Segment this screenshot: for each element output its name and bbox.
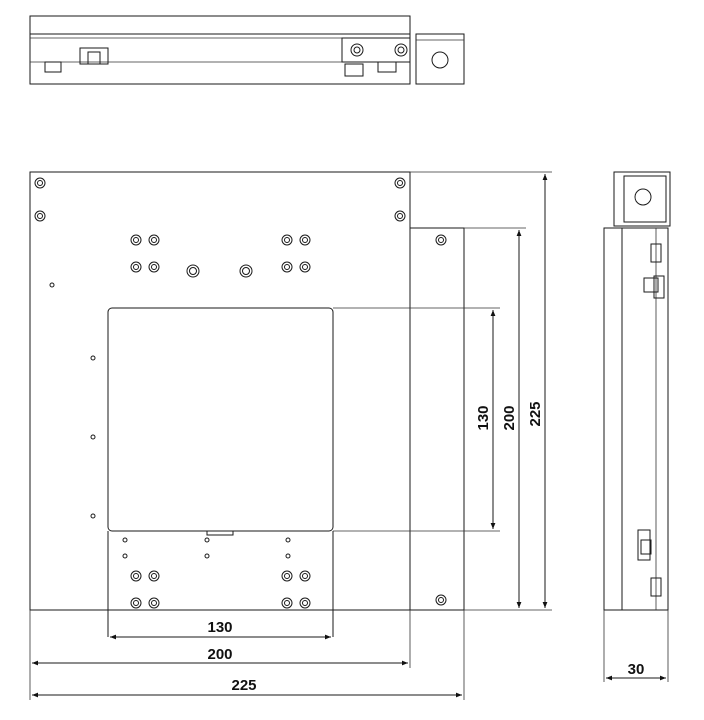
- dim-label-mid-width: 200: [207, 646, 232, 663]
- upper-mount-holes: [130, 234, 311, 278]
- dim-label-inner-height: 130: [475, 405, 492, 430]
- dimensions: 130 200 225 30 130 200 225: [32, 174, 666, 698]
- dim-label-inner-width: 130: [207, 619, 232, 636]
- side-view: [603, 171, 671, 682]
- top-view: [29, 15, 465, 85]
- dim-label-mid-height: 200: [501, 405, 518, 430]
- corner-holes: [34, 177, 447, 606]
- dim-label-outer-height: 225: [527, 401, 544, 426]
- dim-label-depth: 30: [628, 661, 645, 678]
- dim-label-outer-width: 225: [231, 677, 256, 694]
- inner-panel: [107, 307, 334, 532]
- front-view: [29, 171, 552, 700]
- lower-mount-holes: [130, 570, 311, 609]
- pin-holes: [49, 282, 291, 559]
